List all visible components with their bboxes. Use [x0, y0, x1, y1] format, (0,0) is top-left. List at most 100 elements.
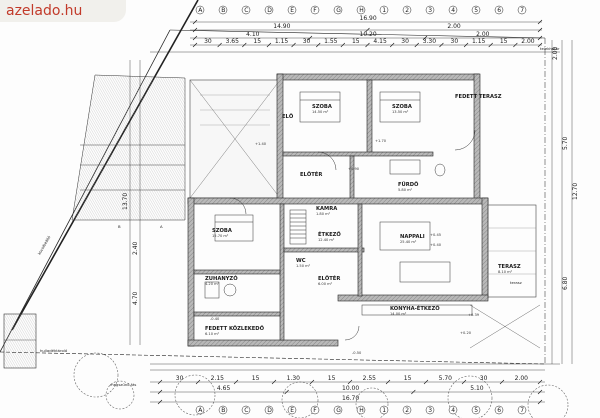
- left-dimension-label: 2.40: [132, 241, 139, 255]
- room-name: WC: [296, 258, 306, 264]
- room-name: TERASZ: [498, 264, 521, 270]
- axis-bubble: [425, 405, 435, 415]
- dimension-tick: [513, 42, 518, 48]
- axis-label: E: [290, 7, 294, 14]
- top-dimension-label: 2.00: [447, 23, 461, 30]
- room-name: KAMRA: [316, 206, 337, 212]
- room-area: 4.20 m²: [205, 282, 220, 286]
- top-dimension-label: 15: [500, 38, 508, 45]
- dimension-tick: [499, 379, 505, 385]
- room-name: KONYHA-ÉTKEZŐ: [390, 304, 440, 312]
- top-dimension-label: 30: [451, 38, 459, 45]
- axis-label: G: [336, 7, 341, 14]
- axis-bubble: [402, 405, 412, 415]
- right-terrace: [469, 204, 541, 349]
- axis-label: 7: [520, 407, 524, 414]
- axis-bubble: [471, 405, 481, 415]
- left-dimension-label: 4.70: [132, 291, 139, 305]
- bottom-dimension-label: 16.70: [342, 395, 359, 402]
- bottom-dimension-label: 2.15: [211, 375, 225, 382]
- top-dimension-label: 30: [303, 38, 311, 45]
- top-dimension-label: 1.15: [472, 38, 486, 45]
- axis-bubble: [218, 405, 228, 415]
- axis-label: 1: [382, 7, 386, 14]
- axis-bubble: [448, 5, 458, 15]
- level-marker: -0.40: [210, 317, 220, 321]
- axis-bubble: [471, 5, 481, 15]
- dimension-tick: [233, 379, 239, 385]
- building-walls: [187, 73, 489, 347]
- left-yard: [3, 74, 186, 369]
- axis-label: 4: [451, 407, 455, 414]
- axis-label: H: [359, 407, 364, 414]
- dimension-tick: [307, 35, 313, 41]
- axis-bubble: [287, 405, 297, 415]
- axis-bubble: [379, 5, 389, 15]
- site-note: kocsibeálló: [37, 234, 52, 255]
- dimension-tick: [537, 27, 543, 33]
- dimension-tick: [537, 35, 543, 41]
- axis-bubble: [333, 405, 343, 415]
- level-marker: +1.70: [375, 139, 387, 143]
- room-name: SZOBA: [392, 104, 412, 110]
- bottom-dimension-label: 10.00: [342, 385, 359, 392]
- top-dimension-label: 3.65: [226, 38, 240, 45]
- axis-label: D: [267, 7, 272, 14]
- dimension-tick: [316, 42, 321, 48]
- dimension-tick: [537, 379, 543, 385]
- axis-bubble: [264, 405, 274, 415]
- room-name: ELŐTÉR: [318, 274, 340, 282]
- room-name: ELŐTÉR: [300, 170, 322, 178]
- axis-label: 3: [428, 7, 432, 14]
- axis-bubble: [241, 5, 251, 15]
- axis-label: H: [359, 7, 364, 14]
- dimension-tick: [537, 389, 543, 395]
- dimension-tick: [439, 42, 444, 48]
- dimension-tick: [411, 389, 416, 395]
- fixtures: [204, 91, 476, 341]
- axis-bubble: [356, 5, 366, 15]
- right-dimension-label: 5.70: [562, 136, 569, 150]
- bottom-dimension-label: 2.55: [363, 375, 377, 382]
- top-dimension-label: 15: [253, 38, 261, 45]
- top-dimension-label: 16.90: [360, 15, 377, 22]
- site-note: B: [118, 224, 121, 229]
- bottom-dimension-label: 30: [480, 375, 488, 382]
- room-area: 5.80 m²: [398, 188, 413, 192]
- dimension-tick: [488, 42, 493, 48]
- top-dimension-label: 4.10: [246, 31, 260, 38]
- right-dimension-label: 12.70: [572, 183, 579, 200]
- axis-label: 2: [405, 407, 409, 414]
- axis-bubble: [517, 5, 527, 15]
- room-area: 25.40 m²: [400, 240, 417, 244]
- top-dimension-label: 1.15: [275, 38, 289, 45]
- room-area: 15.70 m²: [212, 234, 229, 238]
- axis-label: E: [290, 407, 294, 414]
- dimension-tick: [537, 42, 543, 48]
- dimension-tick: [271, 379, 277, 385]
- room-area: 1.50 m²: [296, 264, 311, 268]
- top-dimension-label: 4.15: [373, 38, 387, 45]
- room-area: 6.10 m²: [205, 332, 220, 336]
- axis-bubble: [241, 405, 251, 415]
- dimension-tick: [537, 399, 543, 405]
- top-dimension-label: 10.20: [360, 31, 377, 38]
- top-dimension-label: 3.30: [423, 38, 437, 45]
- bottom-dimension-label: 15: [252, 375, 260, 382]
- top-dimension-label: 30: [204, 38, 212, 45]
- room-area: 14.50 m²: [312, 110, 329, 114]
- level-marker: +0.90: [348, 167, 360, 171]
- site-note: megszűnő fás: [110, 382, 136, 387]
- axis-label: B: [221, 407, 225, 414]
- axis-bubble: [379, 405, 389, 415]
- dimension-tick: [157, 379, 163, 385]
- dimension-lines: [129, 21, 573, 403]
- pergola-area: [189, 79, 281, 199]
- axis-label: 2: [405, 7, 409, 14]
- room-name: ZUHANYZÓ: [205, 275, 238, 282]
- level-marker: +0.39: [468, 313, 480, 317]
- dimension-tick: [537, 19, 543, 25]
- dimension-ticks: [157, 19, 543, 405]
